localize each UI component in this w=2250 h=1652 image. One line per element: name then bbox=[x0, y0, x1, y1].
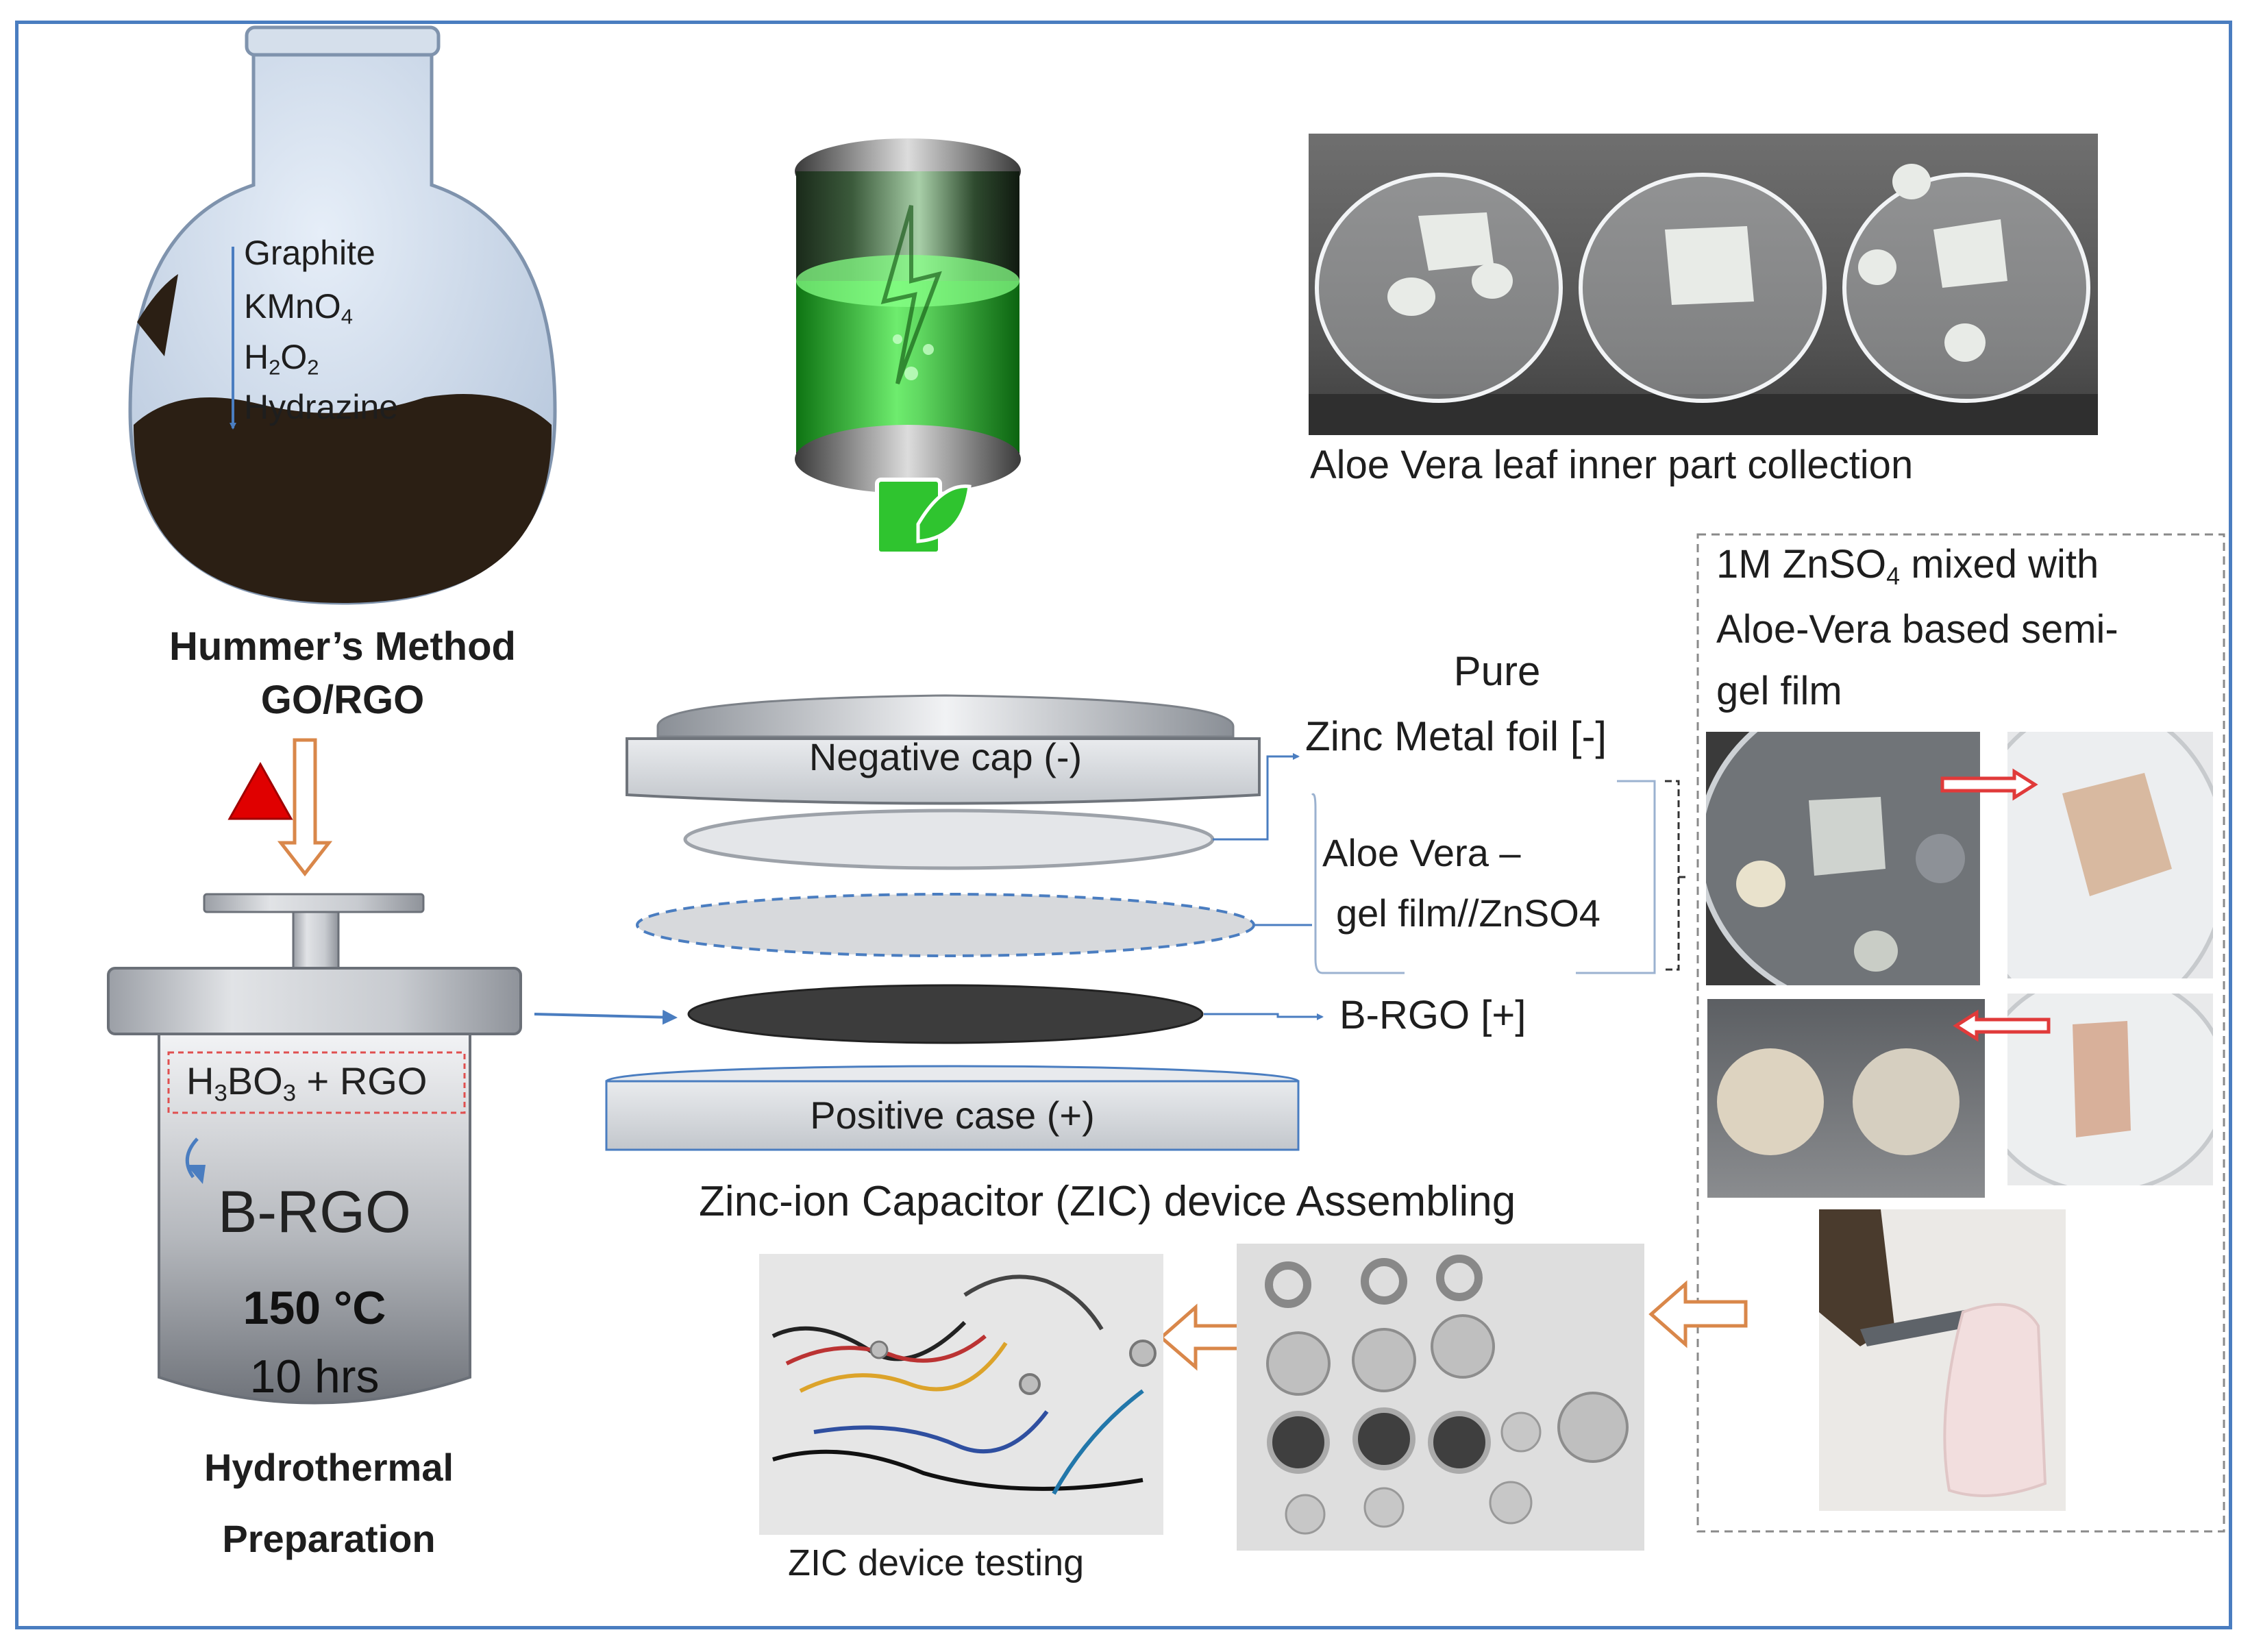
hummers-method-title: Hummer’s Method GO/RGO bbox=[116, 620, 569, 727]
autoclave-product: B-RGO bbox=[218, 1179, 411, 1245]
film-desc-line3: gel film bbox=[1716, 669, 1842, 713]
reagent-h2o2: H2O2 bbox=[244, 337, 319, 380]
reagent-kmno4-sub: 4 bbox=[341, 304, 353, 329]
content-h-sub: 3 bbox=[214, 1080, 227, 1107]
dried-film-photo bbox=[2007, 732, 2213, 978]
petri-dish-film-photo bbox=[1706, 732, 1980, 985]
zinc-foil-line1: Pure bbox=[1453, 648, 1541, 694]
film-desc-line1: 1M ZnSO4 mixed with bbox=[1716, 541, 2099, 591]
autoclave-to-assembly-arrow bbox=[534, 1009, 678, 1025]
aloe-caption: Aloe Vera leaf inner part collection bbox=[1310, 443, 1914, 487]
zinc-foil-line2: Zinc Metal foil [-] bbox=[1305, 713, 1607, 759]
heat-triangle-icon bbox=[227, 761, 293, 820]
hummers-line2: GO/RGO bbox=[260, 678, 425, 722]
hydrothermal-line1: Hydrothermal bbox=[203, 1446, 454, 1489]
autoclave bbox=[107, 893, 522, 1405]
reagent-graphite: Graphite bbox=[244, 234, 375, 272]
reagent-o-sub: 2 bbox=[307, 355, 319, 380]
autoclave-temperature: 150 °C bbox=[243, 1282, 386, 1334]
green-battery-icon bbox=[795, 138, 1021, 556]
hydrothermal-title: Hydrothermal Preparation bbox=[123, 1432, 534, 1575]
brgo-label: B-RGO [+] bbox=[1339, 993, 1526, 1037]
gel-bracket bbox=[1665, 780, 1689, 971]
coin-films-photo bbox=[1707, 999, 1985, 1198]
down-hollow-arrow bbox=[277, 738, 333, 877]
reagent-hydrazine: Hydrazine bbox=[244, 388, 399, 426]
gel-film-panel bbox=[1696, 533, 2225, 1533]
content-rgo: + RGO bbox=[296, 1059, 428, 1102]
content-bo: BO bbox=[227, 1059, 283, 1102]
reagent-kmno4-text: KMnO bbox=[244, 287, 341, 325]
film-desc-sub: 4 bbox=[1886, 562, 1901, 591]
device-testing-photo bbox=[759, 1254, 1163, 1535]
autoclave-duration: 10 hrs bbox=[249, 1351, 380, 1403]
film-desc-line2: Aloe-Vera based semi- bbox=[1716, 607, 2118, 652]
round-bottom-flask bbox=[128, 25, 557, 605]
content-h: H bbox=[186, 1059, 214, 1102]
figure-border bbox=[15, 21, 2232, 1629]
tweezers-film-photo bbox=[1819, 1209, 2066, 1511]
hummers-line1: Hummer’s Method bbox=[169, 624, 516, 669]
film-desc-znso: 1M ZnSO bbox=[1716, 542, 1887, 587]
reagent-o: O bbox=[280, 338, 308, 376]
zic-assembling-title: Zinc-ion Capacitor (ZIC) device Assembli… bbox=[699, 1178, 1516, 1225]
film-on-plate-photo bbox=[2007, 994, 2213, 1185]
coin-cell-parts-photo bbox=[1237, 1244, 1644, 1551]
reagent-h: H bbox=[244, 338, 269, 376]
hydrothermal-line2: Preparation bbox=[222, 1517, 436, 1560]
coin-cell-assembly bbox=[605, 694, 1300, 1151]
gel-film-line1: Aloe Vera – bbox=[1322, 831, 1521, 874]
reagent-h-sub: 2 bbox=[269, 355, 281, 380]
assembly-connector-lines bbox=[1204, 753, 1656, 1020]
autoclave-content: H3BO3 + RGO bbox=[186, 1059, 427, 1107]
positive-case-label: Positive case (+) bbox=[810, 1094, 1095, 1137]
film-desc-mixed: mixed with bbox=[1900, 542, 2099, 587]
reagent-kmno4: KMnO4 bbox=[244, 286, 353, 330]
gel-film-line2: gel film//ZnSO4 bbox=[1336, 891, 1600, 935]
left-hollow-arrow-1 bbox=[1648, 1280, 1748, 1348]
aloe-petri-dish-photo bbox=[1309, 134, 2098, 435]
zic-testing-caption: ZIC device testing bbox=[788, 1542, 1085, 1583]
negative-cap-label: Negative cap (-) bbox=[808, 735, 1083, 778]
content-bo-sub: 3 bbox=[282, 1080, 296, 1107]
left-hollow-arrow-2 bbox=[1159, 1303, 1241, 1371]
